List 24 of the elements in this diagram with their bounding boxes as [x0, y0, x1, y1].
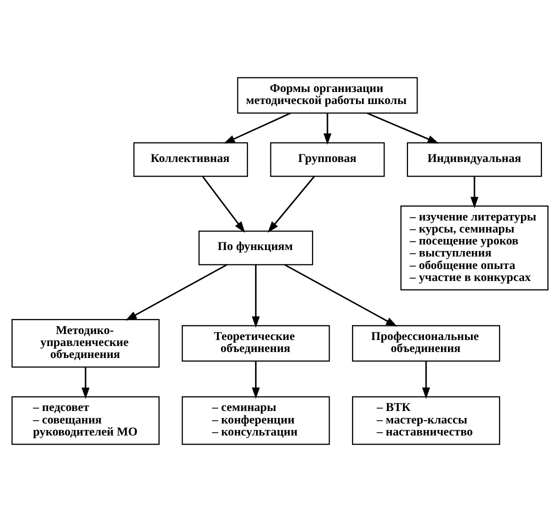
arrow — [323, 112, 332, 144]
arrow — [366, 112, 439, 144]
node-box: Методико-управленческие объединения — [12, 318, 160, 368]
node-box: – ВТК – мастер-классы – наставничество — [352, 396, 500, 444]
node-box: Групповая — [270, 142, 385, 176]
node-box: Индивидуальная — [406, 142, 542, 176]
arrow — [82, 366, 90, 398]
arrow — [284, 264, 398, 326]
node-box: – семинары – конференции – консультации — [182, 396, 330, 444]
node-box: – изучение литературы – курсы, семинары – посещение уроков – выступления – обобщение опыта – участие в конкурсах — [400, 205, 548, 290]
node-box: Профессиональные объединения — [352, 324, 500, 362]
node-box: Формы организации методической работы школы — [237, 76, 418, 114]
arrow — [252, 360, 260, 398]
arrow — [422, 360, 430, 398]
node-box: Теоретические объединения — [182, 324, 330, 362]
arrow — [252, 264, 260, 328]
arrow — [202, 175, 246, 232]
arrow — [224, 112, 291, 144]
node-box: По функциям — [198, 230, 314, 265]
arrow — [470, 176, 478, 208]
arrow — [268, 175, 315, 232]
node-box: – педсовет – совещания руководителей МО — [12, 396, 160, 444]
node-box: Коллективная — [133, 142, 248, 176]
arrow — [125, 264, 228, 320]
